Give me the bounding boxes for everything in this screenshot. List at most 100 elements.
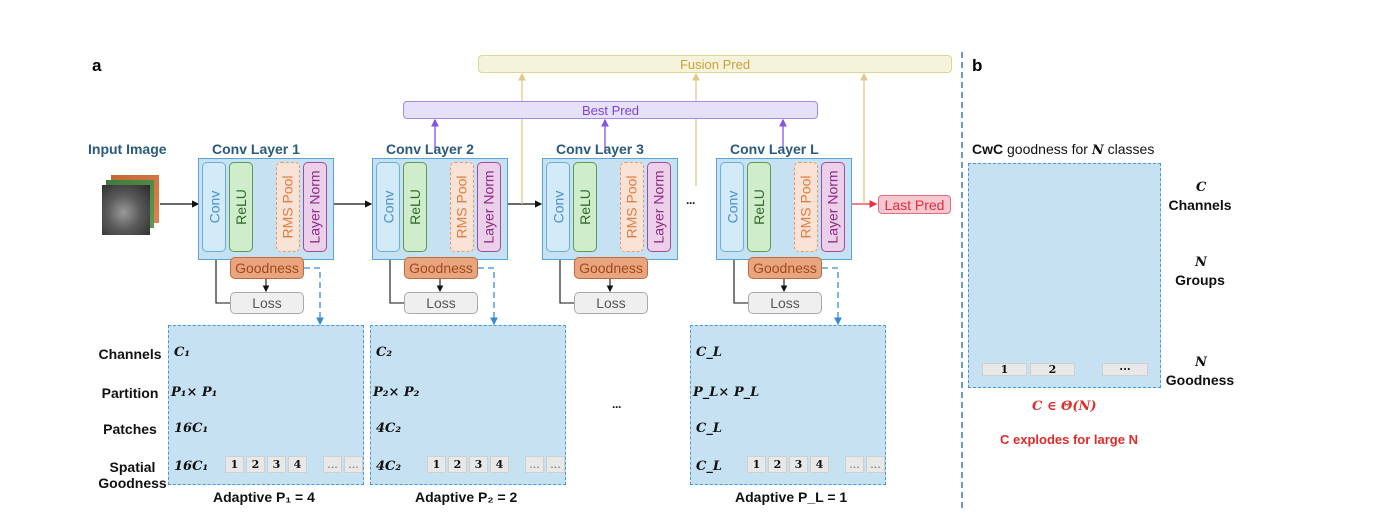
cwc-goodness-var: N <box>1195 355 1207 370</box>
goodness-cell: 3 <box>469 456 488 473</box>
input-image-bird <box>102 185 150 235</box>
layer-norm-block-label: Layer Norm <box>307 170 324 244</box>
rms-pool-block: RMS Pool <box>620 162 644 252</box>
input-image-label: Input Image <box>88 141 167 157</box>
goodness-cell: ... <box>845 456 864 473</box>
cwc-goodness-label: Goodness <box>1165 372 1235 388</box>
goodness-cell: 2 <box>448 456 467 473</box>
blocks-ellipsis: ··· <box>612 400 622 414</box>
cwc-goodness-cell: 2 <box>1030 363 1075 376</box>
layer-norm-block-label: Layer Norm <box>651 170 668 244</box>
rms-pool-block-label: RMS Pool <box>454 175 470 239</box>
layer-title: Conv Layer 1 <box>212 141 300 157</box>
goodness-cell: ... <box>344 456 363 473</box>
goodness-to-spatial-link <box>822 267 842 326</box>
channels-math: C₂ <box>376 345 393 360</box>
cwc-channels-label: Channels <box>1168 197 1232 213</box>
rms-pool-block: RMS Pool <box>450 162 474 252</box>
loss-feedback-arrow <box>386 251 404 304</box>
goodness-block: Goodness <box>230 257 304 279</box>
layer-norm-block: Layer Norm <box>821 162 845 252</box>
conv-block: Conv <box>376 162 400 252</box>
loss-block: Loss <box>574 292 648 314</box>
goodness-block: Goodness <box>748 257 822 279</box>
rms-pool-block-label: RMS Pool <box>280 175 296 239</box>
layer-norm-block-label: Layer Norm <box>481 170 498 244</box>
cwc-groups-var: N <box>1195 255 1207 270</box>
partition-math: P₁× P₁ <box>171 385 218 400</box>
cwc-title: CwC goodness for N classes <box>972 141 1154 158</box>
goodness-to-spatial-link <box>478 267 498 326</box>
relu-block: ReLU <box>403 162 427 252</box>
rms-pool-block: RMS Pool <box>794 162 818 252</box>
relu-block: ReLU <box>573 162 597 252</box>
conv-block: Conv <box>720 162 744 252</box>
goodness-to-spatial-link <box>304 267 324 326</box>
goodness-math: C_L <box>696 459 722 474</box>
relu-block-label: ReLU <box>233 189 250 225</box>
patches-math: 4C₂ <box>376 421 402 436</box>
loss-feedback-arrow <box>730 251 748 304</box>
cwc-title-bold: CwC <box>972 141 1004 157</box>
goodness-cell: 4 <box>288 456 307 473</box>
goodness-cell: ... <box>323 456 342 473</box>
adaptive-caption: Adaptive P_L = 1 <box>735 489 848 505</box>
relu-block-label: ReLU <box>407 189 424 225</box>
channels-math: C₁ <box>174 345 191 360</box>
goodness-cell: 3 <box>267 456 286 473</box>
conv-block-label: Conv <box>724 190 740 224</box>
loss-block: Loss <box>230 292 304 314</box>
goodness-math: 4C₂ <box>376 459 402 474</box>
goodness-block: Goodness <box>404 257 478 279</box>
best-pred-bar: Best Pred <box>403 101 818 119</box>
conv-block-label: Conv <box>550 190 566 224</box>
relu-block-label: ReLU <box>751 189 768 225</box>
patches-math: 16C₁ <box>174 421 209 436</box>
goodness-cell: 4 <box>490 456 509 473</box>
loss-feedback-arrow <box>556 251 574 304</box>
goodness-cell: 2 <box>768 456 787 473</box>
patches-math: C_L <box>696 421 722 436</box>
fusion-pred-bar: Fusion Pred <box>478 55 952 73</box>
conv-block-label: Conv <box>380 190 396 224</box>
goodness-cell: 4 <box>810 456 829 473</box>
cwc-goodness-box <box>968 163 1161 388</box>
cwc-title-var: N <box>1091 143 1104 158</box>
channels-math: C_L <box>696 345 722 360</box>
goodness-block: Goodness <box>574 257 648 279</box>
conv-block-label: Conv <box>206 190 222 224</box>
partition-math: P_L× P_L <box>693 385 760 400</box>
rms-pool-block-label: RMS Pool <box>798 175 814 239</box>
cwc-goodness-cell: 1 <box>982 363 1027 376</box>
adaptive-caption: Adaptive P₂ = 2 <box>415 489 518 505</box>
rms-pool-block-label: RMS Pool <box>624 175 640 239</box>
goodness-cell: 1 <box>225 456 244 473</box>
conv-block: Conv <box>546 162 570 252</box>
layer-norm-block-label: Layer Norm <box>825 170 842 244</box>
layer-norm-block: Layer Norm <box>647 162 671 252</box>
adaptive-caption: Adaptive P₁ = 4 <box>213 489 315 505</box>
layer-title: Conv Layer L <box>730 141 819 157</box>
cwc-channels-var: C <box>1196 180 1207 195</box>
loss-block: Loss <box>748 292 822 314</box>
cwc-title-end: classes <box>1103 141 1155 157</box>
cwc-groups-label: Groups <box>1175 272 1225 288</box>
last-pred-box: Last Pred <box>878 195 951 214</box>
relu-block: ReLU <box>747 162 771 252</box>
complexity-text: C ∈ Θ(N) <box>1032 399 1097 414</box>
row-label-patches: Patches <box>103 421 157 437</box>
relu-block: ReLU <box>229 162 253 252</box>
goodness-math: 16C₁ <box>174 459 209 474</box>
layer-norm-block: Layer Norm <box>303 162 327 252</box>
goodness-cell: ... <box>866 456 885 473</box>
row-label-spatial-goodness: Spatial Goodness <box>98 459 167 491</box>
conv-block: Conv <box>202 162 226 252</box>
row-label-partition: Partition <box>101 385 159 401</box>
goodness-cell: ... <box>525 456 544 473</box>
goodness-cell: 2 <box>246 456 265 473</box>
cwc-title-text: goodness for <box>1003 141 1092 157</box>
loss-block: Loss <box>404 292 478 314</box>
goodness-cell: 1 <box>747 456 766 473</box>
goodness-cell: 1 <box>427 456 446 473</box>
cwc-goodness-cell: ··· <box>1102 363 1148 376</box>
